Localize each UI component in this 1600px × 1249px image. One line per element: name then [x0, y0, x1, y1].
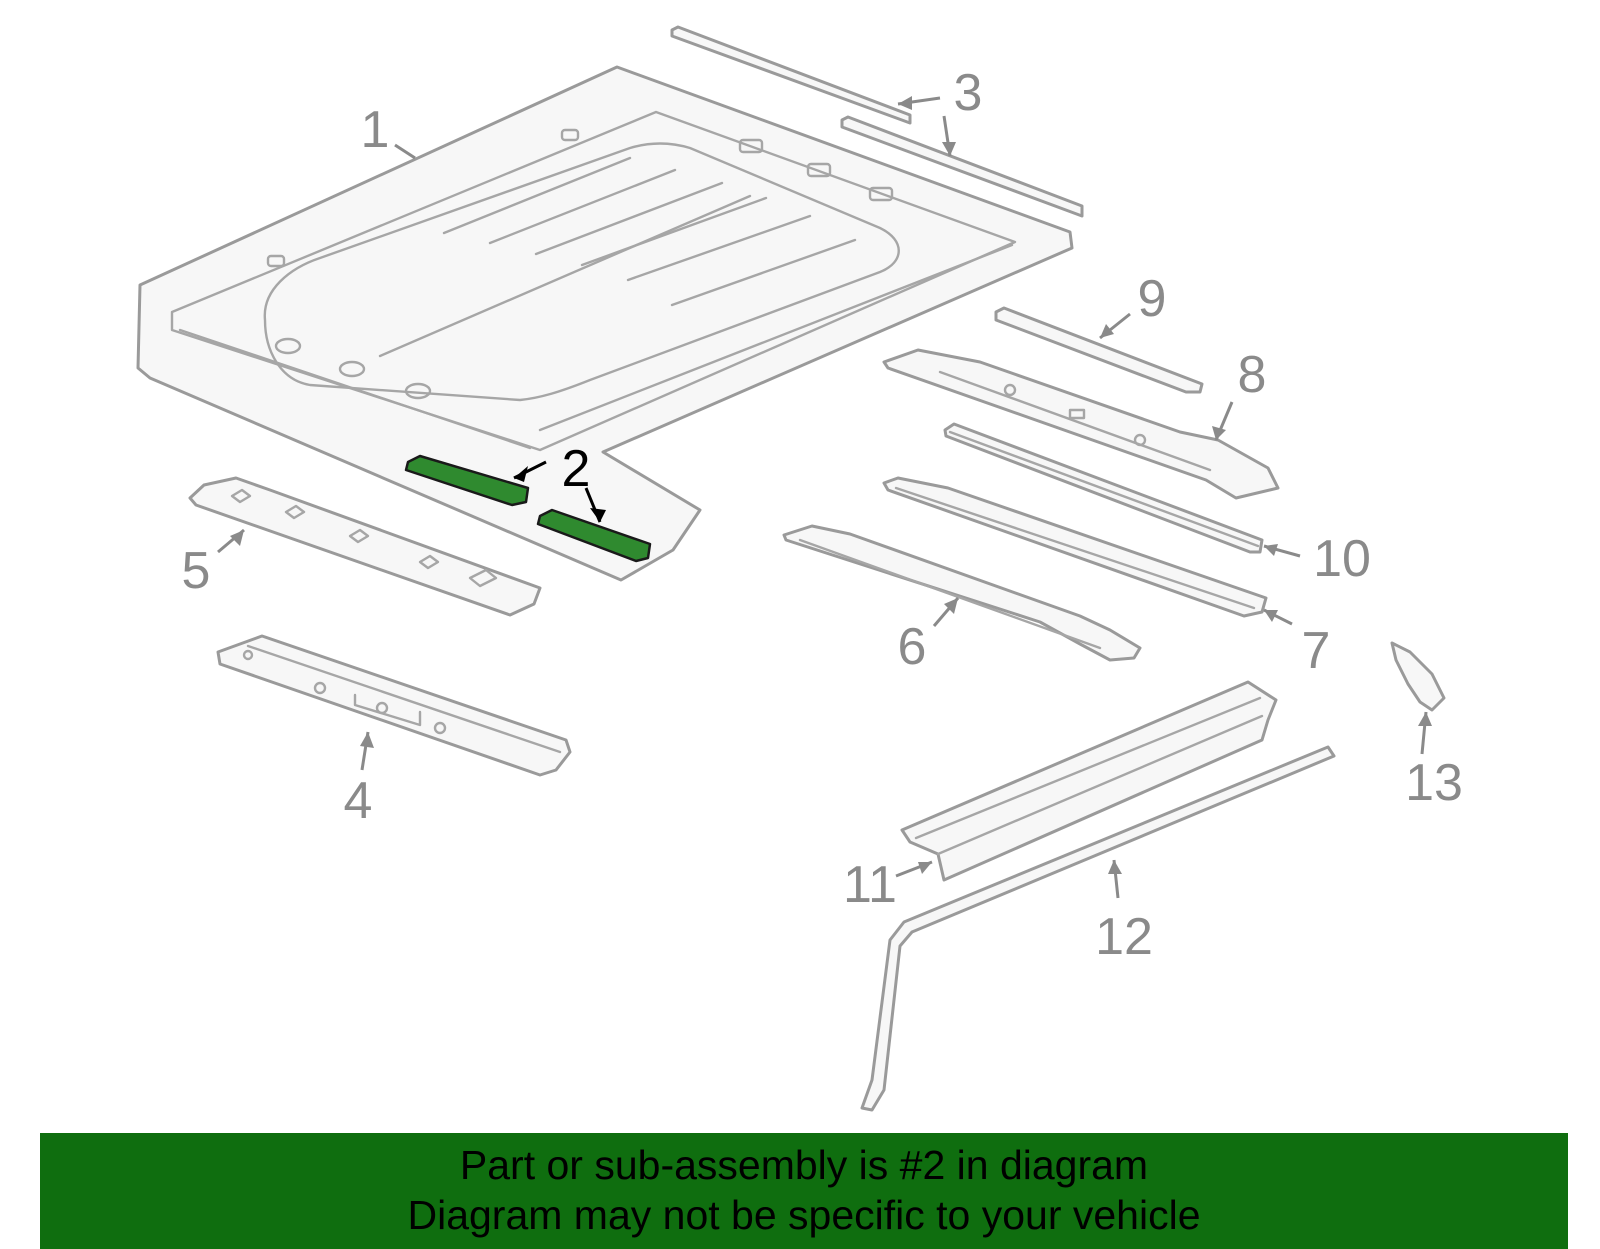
arrow-heads: [230, 96, 1432, 874]
part-8-rear-header: [882, 348, 1280, 500]
callout-10: 10: [1313, 530, 1371, 588]
callout-2: 2: [562, 440, 591, 498]
part-1-roof-panel: [136, 65, 1074, 582]
callout-1: 1: [361, 101, 390, 159]
info-banner: Part or sub-assembly is #2 in diagram Di…: [40, 1133, 1568, 1249]
part-5-front-bow: [188, 476, 542, 617]
part-13-corner-bracket: [1390, 641, 1446, 712]
callout-8: 8: [1238, 346, 1267, 404]
part-12-weatherstrip: [860, 745, 1336, 1112]
callout-6: 6: [898, 618, 927, 676]
callout-11: 11: [843, 856, 897, 914]
part-2-highlighted-bows: [404, 454, 652, 563]
callout-12: 12: [1095, 908, 1153, 966]
part-6-roof-bow: [782, 524, 1142, 662]
part-9-weatherstrip: [994, 306, 1204, 394]
part-4-front-header: [216, 634, 572, 777]
callout-4: 4: [344, 772, 373, 830]
part-11-rear-rail: [900, 680, 1278, 882]
callout-13: 13: [1405, 754, 1463, 812]
callout-5: 5: [182, 542, 211, 600]
callout-9: 9: [1138, 270, 1167, 328]
part-10-drip-rail: [943, 422, 1264, 554]
callout-7: 7: [1302, 622, 1331, 680]
part-7-side-rail: [882, 476, 1268, 618]
banner-line-2: Diagram may not be specific to your vehi…: [407, 1192, 1201, 1238]
callout-labels: 1 2 3 4 5 6 7 8 9 10 11 12 13: [182, 64, 1463, 966]
part-3-weatherstrips: [670, 25, 1084, 218]
banner-line-1: Part or sub-assembly is #2 in diagram: [459, 1142, 1149, 1188]
callout-3: 3: [954, 64, 983, 122]
